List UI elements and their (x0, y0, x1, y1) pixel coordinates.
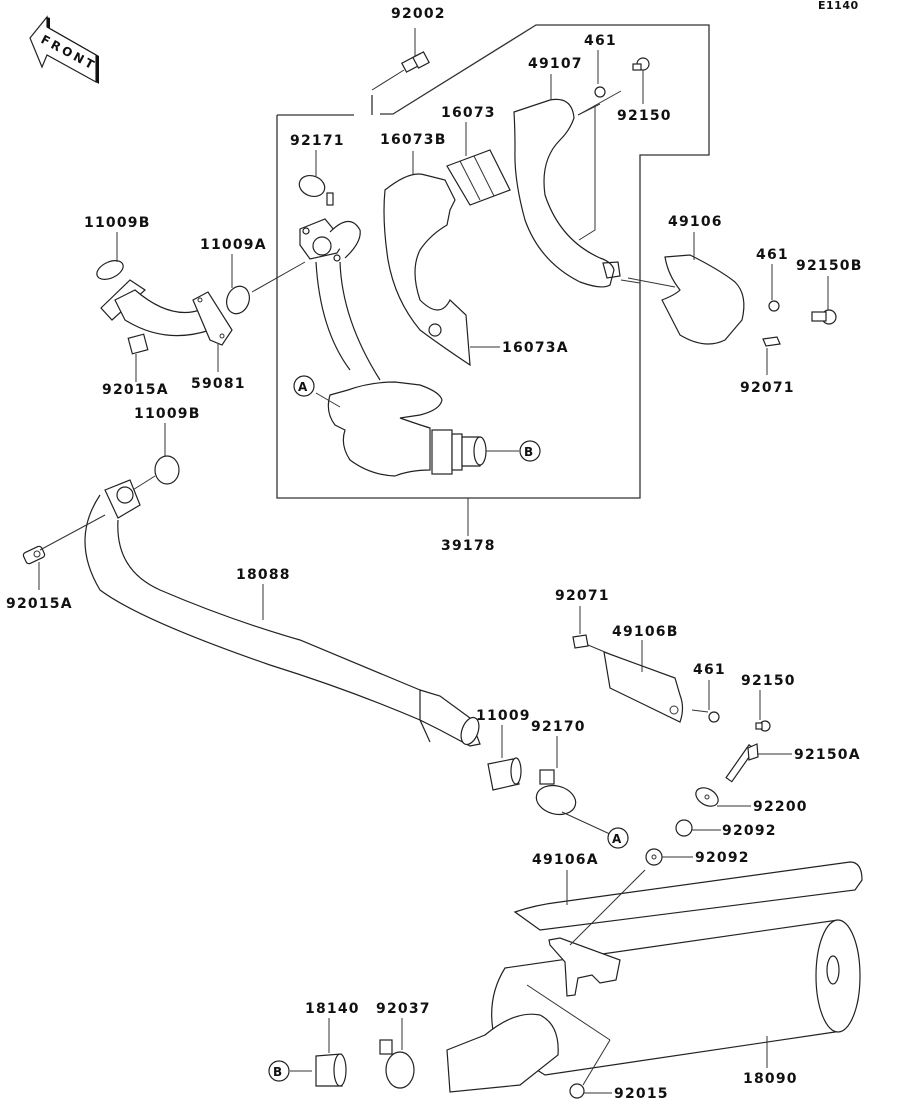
callout-92150B: 92150B (796, 258, 863, 274)
reference-A-clamp: A (607, 827, 629, 849)
reference-B-assembly: B (519, 440, 541, 462)
callout-92071-mid: 92071 (555, 588, 610, 604)
callout-461-low: 461 (693, 662, 726, 678)
callout-92150-top: 92150 (617, 108, 672, 124)
callout-11009A: 11009A (200, 237, 267, 253)
callout-92150-low: 92150 (741, 673, 796, 689)
callout-11009B-top: 11009B (84, 215, 151, 231)
part-461-clip-low: 461 (691, 662, 726, 723)
callout-92015A-left: 92015A (6, 596, 73, 612)
callout-49106A: 49106A (532, 852, 599, 868)
part-16073B-shield: 16073B 16073A (380, 132, 569, 367)
callout-11009B-mid: 11009B (134, 406, 201, 422)
callout-92092-b: 92092 (695, 850, 750, 866)
part-11009-sleeve: 11009 (476, 708, 531, 791)
part-92150-bolt-low: 92150 (741, 673, 796, 732)
part-92150B-bolt: 92150B (796, 258, 863, 325)
callout-92200: 92200 (753, 799, 808, 815)
part-92092-grommet-a: 92092 (675, 819, 777, 839)
part-16073-pad: 16073 (441, 105, 511, 206)
callout-18140: 18140 (305, 1001, 360, 1017)
callout-59081: 59081 (191, 376, 246, 392)
part-92150-bolt-top: 92150 (617, 57, 672, 124)
part-92171-clamp: 92171 (290, 133, 345, 206)
callout-92002: 92002 (391, 6, 446, 22)
reference-B-muffler: B (268, 1060, 290, 1082)
callout-92150A: 92150A (794, 747, 861, 763)
part-461-clip-top: 461 (584, 33, 617, 98)
callout-92092-a: 92092 (722, 823, 777, 839)
part-11009B-gasket-top: 11009B (84, 215, 151, 280)
part-92200-washer: 92200 (695, 787, 808, 815)
part-49106B-guard: 49106B (587, 624, 684, 723)
part-18090-muffler: 18090 (446, 869, 861, 1093)
part-92092-grommet-b: 92092 (645, 848, 750, 866)
front-arrow-icon: FRONT (29, 15, 99, 84)
part-92015A-nut-left: 92015A (6, 514, 106, 612)
part-92015A-nut-top: 92015A (102, 333, 169, 398)
callout-16073A: 16073A (502, 340, 569, 356)
part-59081-elbow: 59081 (100, 279, 246, 392)
callout-92170: 92170 (531, 719, 586, 735)
assembly-39178-frame (276, 24, 710, 499)
callout-49106B: 49106B (612, 624, 679, 640)
callout-92171: 92171 (290, 133, 345, 149)
callout-461-mid: 461 (756, 247, 789, 263)
svg-text:B: B (524, 445, 534, 459)
part-92071-clip-top: 92071 (740, 336, 795, 396)
part-461-clip-mid: 461 (756, 247, 789, 312)
callout-39178: 39178 (441, 538, 496, 554)
callout-16073: 16073 (441, 105, 496, 121)
callout-49107: 49107 (528, 56, 583, 72)
part-92150A-bolt: 92150A (725, 743, 861, 783)
svg-text:A: A (612, 832, 623, 846)
part-92170-clamp: 92170 (531, 719, 613, 836)
callout-461-top: 461 (584, 33, 617, 49)
callout-18088: 18088 (236, 567, 291, 583)
svg-text:A: A (298, 380, 309, 394)
part-92002-bolt: 92002 (371, 6, 446, 91)
part-11009A-gasket: 11009A (200, 237, 306, 315)
callout-49106: 49106 (668, 214, 723, 230)
part-92037-clamp: 92037 (376, 1001, 431, 1089)
part-49106-heat-guard: 49106 (627, 214, 745, 345)
svg-text:B: B (273, 1065, 283, 1079)
part-18088-pipe: 18088 (84, 479, 481, 747)
part-92071-clip-mid: 92071 (555, 588, 610, 649)
callout-11009: 11009 (476, 708, 531, 724)
callout-16073B: 16073B (380, 132, 447, 148)
callout-18090: 18090 (743, 1071, 798, 1087)
callout-92037: 92037 (376, 1001, 431, 1017)
callout-92015: 92015 (614, 1086, 669, 1102)
part-39178-pipe-assembly (299, 218, 519, 477)
part-49107-heat-guard: 49107 (513, 56, 641, 288)
part-49106A-guard: 49106A (513, 852, 863, 931)
part-18140-sleeve: 18140 (290, 1001, 360, 1087)
reference-A-assembly: A (293, 375, 315, 397)
callout-92015A-top: 92015A (102, 382, 169, 398)
callout-92071-top: 92071 (740, 380, 795, 396)
part-92015-nut: 92015 (569, 1083, 669, 1102)
part-11009B-gasket-mid: 11009B (127, 406, 201, 494)
diagram-code: E1140 (818, 0, 859, 12)
